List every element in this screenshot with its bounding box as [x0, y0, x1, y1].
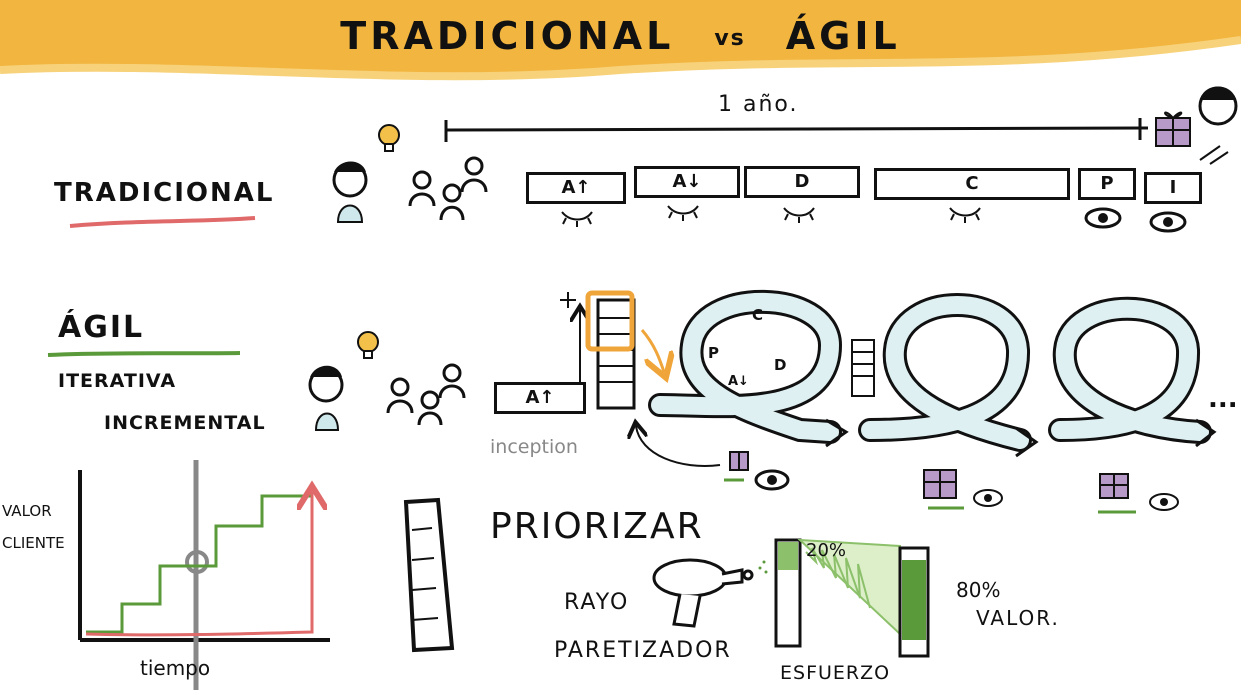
agile-value-line: [86, 494, 312, 634]
phase-box-5: P: [1078, 168, 1136, 200]
value-chart: [78, 460, 330, 690]
customer-face-icon: [1198, 86, 1238, 165]
mini-backlog-icon: [851, 339, 875, 397]
agile-sub-iterative: ITERATIVA: [58, 370, 177, 392]
agile-eye-icon-1: [754, 469, 790, 491]
iteration-loop-1: [648, 289, 849, 448]
agile-team-icon: [386, 363, 466, 426]
ray-label-1: RAYO: [564, 590, 630, 615]
traditional-bulb-icon: [378, 124, 400, 152]
phase-box-2: A↓: [634, 166, 740, 198]
prioritize-title: PRIORIZAR: [490, 506, 704, 547]
inception-box: A↑: [494, 382, 586, 414]
more-ellipsis: ...: [1208, 384, 1238, 414]
ray-label-2: PARETIZADOR: [554, 638, 732, 663]
agile-label: ÁGIL: [58, 310, 145, 345]
traditional-label: TRADICIONAL: [54, 178, 275, 208]
agile-bulb-icon: [357, 331, 379, 359]
traditional-underline: [69, 216, 256, 228]
loop-letter-c: C: [752, 306, 764, 324]
agile-gift-icon-2: [923, 469, 964, 510]
title-vs: vs: [714, 26, 746, 51]
effort-bar: [774, 538, 802, 648]
pareto-ray-gun-icon: [652, 558, 754, 628]
loop-letter-p: P: [708, 344, 719, 362]
agile-eye-icon-2: [973, 489, 1003, 507]
header-banner: [0, 0, 1241, 81]
agile-person-icon: [308, 365, 344, 431]
loop-letter-d: D: [774, 356, 787, 374]
gift-icon: [1155, 111, 1191, 147]
agile-eye-icon-3: [1149, 493, 1179, 511]
value-chart-ylabel-2: CLIENTE: [2, 534, 65, 552]
phase-box-1: A↑: [526, 172, 626, 204]
value-bar: [898, 546, 930, 658]
inception-label: inception: [490, 436, 578, 458]
closed-eyes-icons: [561, 205, 981, 227]
effort-percent: 20%: [806, 540, 847, 561]
agile-underline: [47, 351, 241, 357]
value-chart-ylabel-1: VALOR: [2, 502, 52, 520]
backlog-stack: [560, 290, 664, 410]
iteration-loop-2: [858, 293, 1039, 458]
spray-dots: [758, 560, 768, 574]
agile-gift-icon-3: [1098, 473, 1136, 514]
value-percent: 80%: [956, 578, 1001, 602]
title-right: ÁGIL: [785, 14, 901, 58]
traditional-value-line: [85, 492, 312, 637]
value-chart-xlabel: tiempo: [140, 656, 211, 680]
phase-box-4: C: [874, 168, 1070, 200]
loop-letter-a: A↓: [728, 374, 749, 389]
page-title: TRADICIONAL vs ÁGIL: [0, 14, 1241, 58]
traditional-person-icon: [332, 161, 368, 223]
value-word: VALOR.: [976, 606, 1060, 630]
effort-word: ESFUERZO: [780, 662, 891, 684]
phase-box-6: I: [1144, 172, 1202, 204]
iteration-loop-3: [1048, 296, 1217, 448]
phase-box-3: D: [744, 166, 860, 198]
agile-sub-incremental: INCREMENTAL: [104, 412, 266, 434]
traditional-team-icon: [408, 156, 488, 221]
prioritize-backlog: [403, 497, 455, 653]
agile-gift-icon-1: [724, 451, 749, 482]
timeline-label: 1 año.: [718, 92, 799, 117]
title-left: TRADICIONAL: [340, 14, 675, 58]
open-eyes-icons: [1084, 207, 1187, 233]
